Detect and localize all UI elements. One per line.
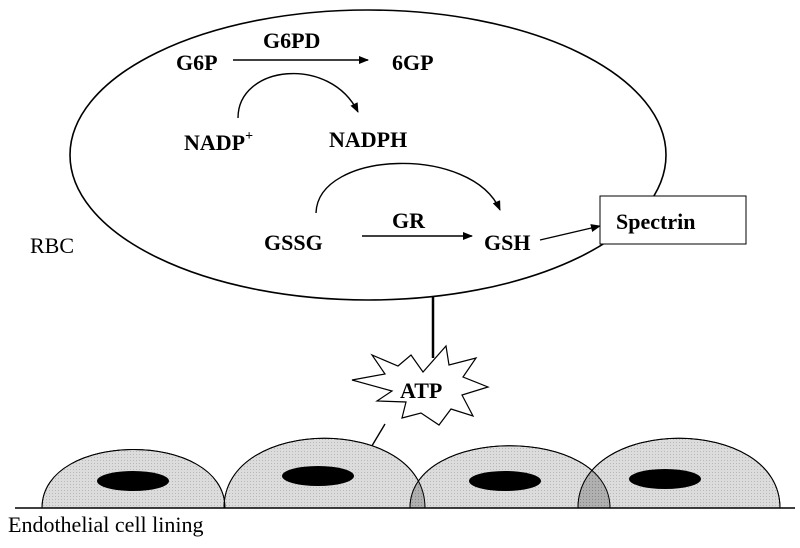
nadp-label: NADP+	[184, 129, 253, 155]
gsh-to-spectrin-arrow	[539, 224, 601, 241]
rbc-label: RBC	[30, 233, 74, 258]
atp-label: ATP	[400, 378, 442, 403]
endothelial-lining-label: Endothelial cell lining	[8, 512, 204, 537]
nadph-label: NADPH	[329, 127, 407, 152]
endothelial-cells	[41, 437, 781, 509]
nadph-to-gsh-arrow	[315, 162, 501, 214]
cell-nucleus	[97, 471, 169, 491]
rbc-membrane	[69, 9, 667, 301]
cell-nucleus	[469, 471, 541, 491]
nadp-to-nadph-arrow	[237, 72, 359, 119]
6gp-label: 6GP	[392, 50, 434, 75]
gsh-label: GSH	[484, 230, 530, 255]
spectrin-label: Spectrin	[616, 209, 695, 234]
cell-nucleus	[282, 466, 354, 486]
gr-enzyme-label: GR	[392, 208, 426, 233]
atp-burst-shape	[351, 344, 490, 426]
spectrin-box	[599, 195, 747, 245]
g6pd-enzyme-label: G6PD	[263, 28, 320, 53]
g6p-label: G6P	[176, 50, 218, 75]
gssg-label: GSSG	[264, 230, 323, 255]
cell-nucleus	[629, 469, 701, 489]
